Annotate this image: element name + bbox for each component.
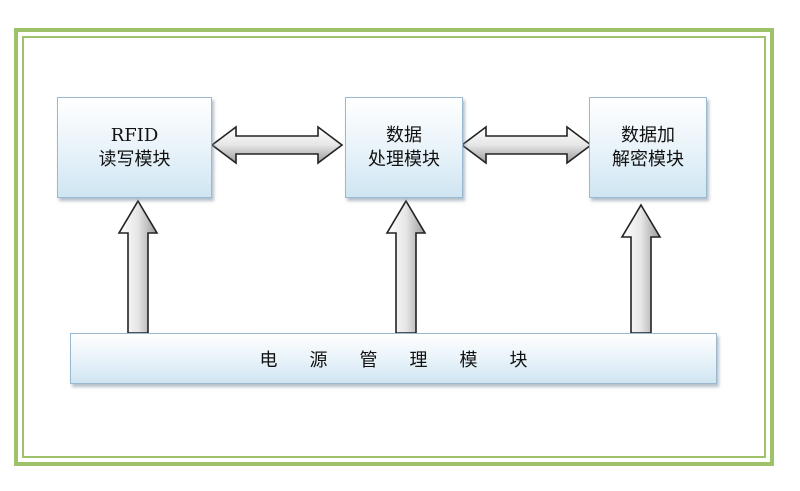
crypto-module-box: 数据加 解密模块 xyxy=(589,97,707,198)
crypto-module-line2: 解密模块 xyxy=(612,148,684,170)
processing-module-line2: 处理模块 xyxy=(368,148,440,170)
power-label-char: 源 xyxy=(309,349,328,371)
bidirectional-arrow-processing-crypto xyxy=(460,125,593,165)
crypto-module-line1: 数据加 xyxy=(621,124,675,146)
rfid-module-line1: RFID xyxy=(110,124,159,146)
up-arrow-power-processing xyxy=(385,199,427,334)
power-label-char: 块 xyxy=(509,349,528,371)
power-label-char: 电 xyxy=(259,349,278,371)
power-management-module-box: 电 源 管 理 模 块 xyxy=(70,333,717,384)
power-label-char: 模 xyxy=(459,349,478,371)
rfid-module-line2: 读写模块 xyxy=(98,148,171,170)
bidirectional-arrow-rfid-processing xyxy=(210,125,344,165)
inner-frame xyxy=(22,36,766,458)
processing-module-box: 数据 处理模块 xyxy=(345,97,463,198)
power-label-char: 管 xyxy=(359,349,378,371)
processing-module-line1: 数据 xyxy=(386,124,422,146)
up-arrow-power-rfid xyxy=(117,199,159,334)
rfid-module-box: RFID 读写模块 xyxy=(57,97,212,198)
power-label-char: 理 xyxy=(409,349,428,371)
up-arrow-power-crypto xyxy=(620,203,662,334)
